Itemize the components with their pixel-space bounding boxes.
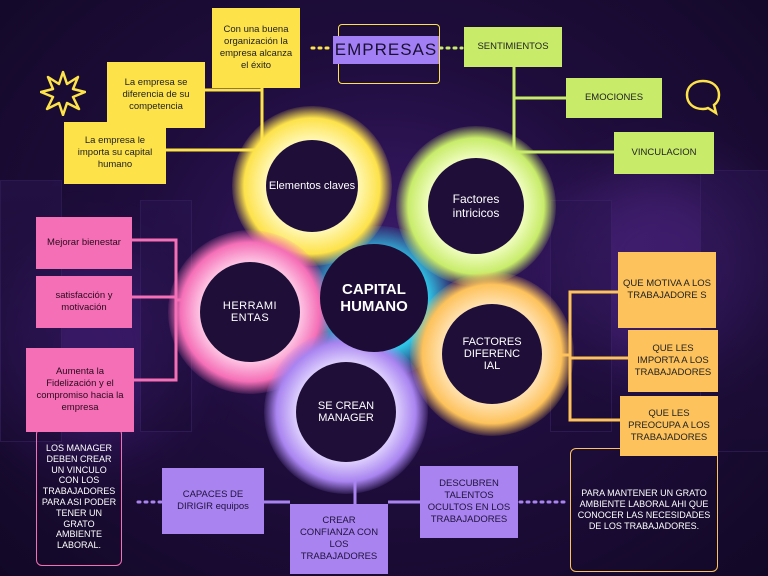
node-factores-diferencial: FACTORES DIFERENC IAL [442, 304, 542, 404]
green-box-sentimientos: SENTIMIENTOS [464, 27, 562, 67]
node-capital-humano: CAPITAL HUMANO [320, 244, 428, 352]
node-se-crean-manager: SE CREAN MANAGER [296, 362, 396, 462]
green-box-emociones: EMOCIONES [566, 78, 662, 118]
pink-box-satisfaccion: satisfacción y motivación [36, 276, 132, 328]
yellow-box-diferencia: La empresa se diferencia de su competenc… [107, 62, 205, 128]
note-right-ambiente: PARA MANTENER UN GRATO AMBIENTE LABORAL … [570, 448, 718, 572]
orange-box-motiva: QUE MOTIVA A LOS TRABAJADORE S [618, 252, 716, 328]
yellow-box-importa: La empresa le importa su capital humano [64, 122, 166, 184]
speech-bubble-icon [685, 79, 721, 116]
starburst-icon [40, 70, 86, 116]
node-herramientas: HERRAMI ENTAS [200, 262, 300, 362]
orange-box-importa: QUE LES IMPORTA A LOS TRABAJADORES [628, 330, 718, 392]
note-left-manager: LOS MANAGER DEBEN CREAR UN VINCULO CON L… [36, 428, 122, 566]
node-factores-intricicos: Factores intricicos [428, 158, 524, 254]
pink-box-fidelizacion: Aumenta la Fidelización y el compromiso … [26, 348, 134, 432]
purple-box-confianza: CREAR CONFIANZA CON LOS TRABAJADORES [290, 504, 388, 574]
node-elementos-claves: Elementos claves [266, 140, 358, 232]
page-title: EMPRESAS [333, 36, 439, 64]
purple-box-dirigir: CAPACES DE DIRIGIR equipos [162, 468, 264, 534]
purple-box-talentos: DESCUBREN TALENTOS OCULTOS EN LOS TRABAJ… [420, 466, 518, 538]
pink-box-bienestar: Mejorar bienestar [36, 217, 132, 269]
green-box-vinculacion: VINCULACION [614, 132, 714, 174]
yellow-box-exito: Con una buena organización la empresa al… [212, 8, 300, 88]
orange-box-preocupa: QUE LES PREOCUPA A LOS TRABAJADORES [620, 396, 718, 456]
